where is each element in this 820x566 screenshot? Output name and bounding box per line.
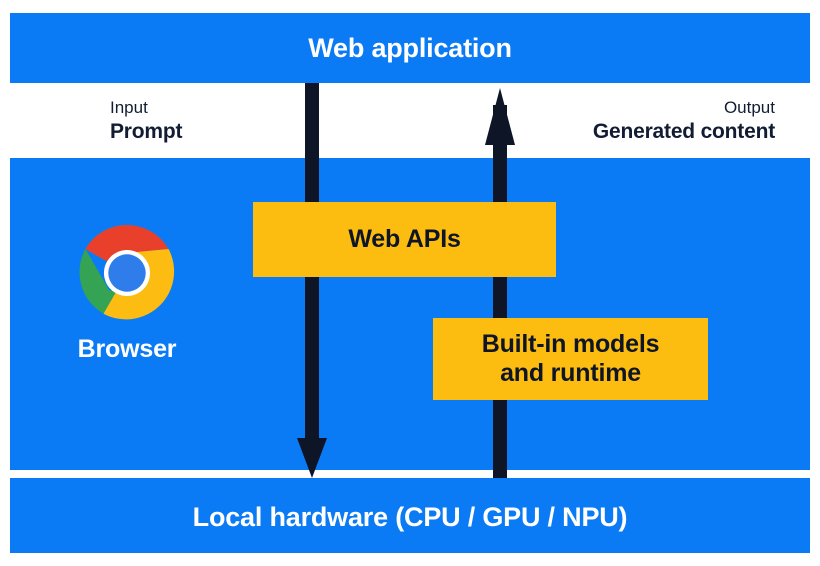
web-apis-box[interactable]: Web APIs — [253, 202, 556, 277]
built-in-models-label: Built-in models and runtime — [482, 330, 660, 389]
browser-label: Browser — [77, 335, 177, 363]
chrome-logo-icon — [79, 225, 175, 320]
local-hardware-label: Local hardware (CPU / GPU / NPU) — [192, 502, 628, 532]
browser-identity: Browser — [47, 225, 207, 364]
built-in-models-line2: and runtime — [500, 359, 641, 387]
input-flow-label: Input Prompt — [110, 97, 183, 146]
output-kicker: Output — [723, 98, 775, 117]
built-in-models-box[interactable]: Built-in models and runtime — [433, 318, 708, 400]
layer-web-application: Web application — [10, 13, 810, 83]
layer-local-hardware: Local hardware (CPU / GPU / NPU) — [10, 478, 810, 553]
web-application-label: Web application — [308, 33, 512, 63]
input-kicker: Input — [110, 98, 148, 117]
input-value: Prompt — [110, 119, 183, 143]
output-flow-label: Output Generated content — [593, 97, 775, 146]
output-value: Generated content — [592, 119, 775, 143]
built-in-models-line1: Built-in models — [481, 329, 660, 358]
web-apis-label: Web APIs — [348, 224, 461, 253]
